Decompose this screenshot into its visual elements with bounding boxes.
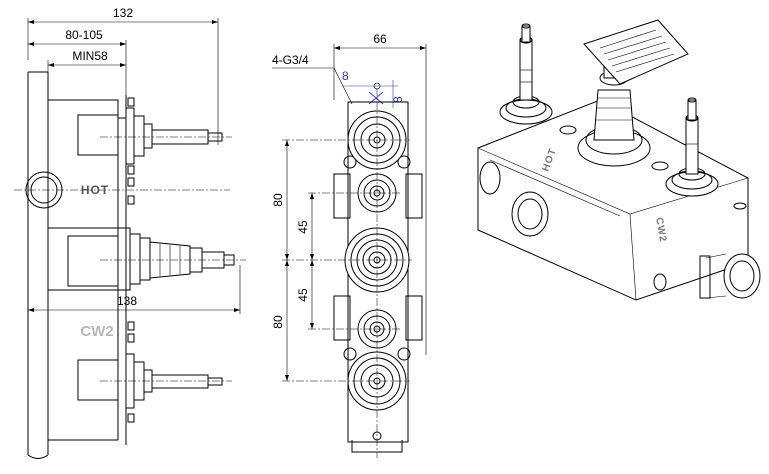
pitch-dimensions: 80 45 45 80 (271, 140, 314, 381)
thread-spec-label: 4-G3/4 (272, 53, 309, 67)
slot-height-label: 8 (391, 96, 405, 103)
iso-instruction-tag (583, 19, 689, 85)
iso-inlet-right (699, 253, 761, 299)
pitch-mid-upper-label: 45 (296, 220, 310, 234)
pitch-bottom-label: 80 (271, 315, 285, 329)
side-valve-body: 138 (27, 71, 241, 459)
dimension-66-label: 66 (373, 32, 387, 46)
cw2-label: CW2 (80, 323, 113, 340)
hot-label: HOT (81, 183, 109, 197)
central-cartridge (100, 227, 246, 291)
slot-width-label: 8 (342, 69, 349, 83)
iso-outlet-front (479, 161, 667, 291)
thread-spec-callout: 4-G3/4 (272, 53, 353, 105)
iso-view: HOT CW2 (477, 19, 761, 301)
dimension-80-105: 80-105 (28, 28, 127, 100)
dimension-min58: MIN58 (47, 49, 126, 90)
upper-spindle (100, 97, 232, 205)
lower-spindle (100, 321, 232, 423)
dimension-min58-label: MIN58 (72, 49, 108, 63)
dimension-138-label: 138 (117, 294, 137, 308)
dimension-66: 66 (333, 32, 427, 355)
iso-left-spindle (499, 23, 553, 125)
dimension-132-label: 132 (113, 6, 133, 20)
iso-right-spindle (665, 97, 719, 197)
hot-port: HOT (14, 171, 230, 209)
pitch-mid-lower-label: 45 (296, 288, 310, 302)
side-view: 132 80-105 MIN58 (14, 6, 246, 459)
front-view: 66 4-G3/4 8 8 (271, 32, 427, 458)
iso-cw2-label: CW2 (653, 217, 668, 244)
iso-inlet-left (511, 191, 549, 237)
pitch-top-label: 80 (271, 193, 285, 207)
dimension-132: 132 (27, 6, 219, 145)
dimension-80-105-label: 80-105 (65, 28, 103, 42)
